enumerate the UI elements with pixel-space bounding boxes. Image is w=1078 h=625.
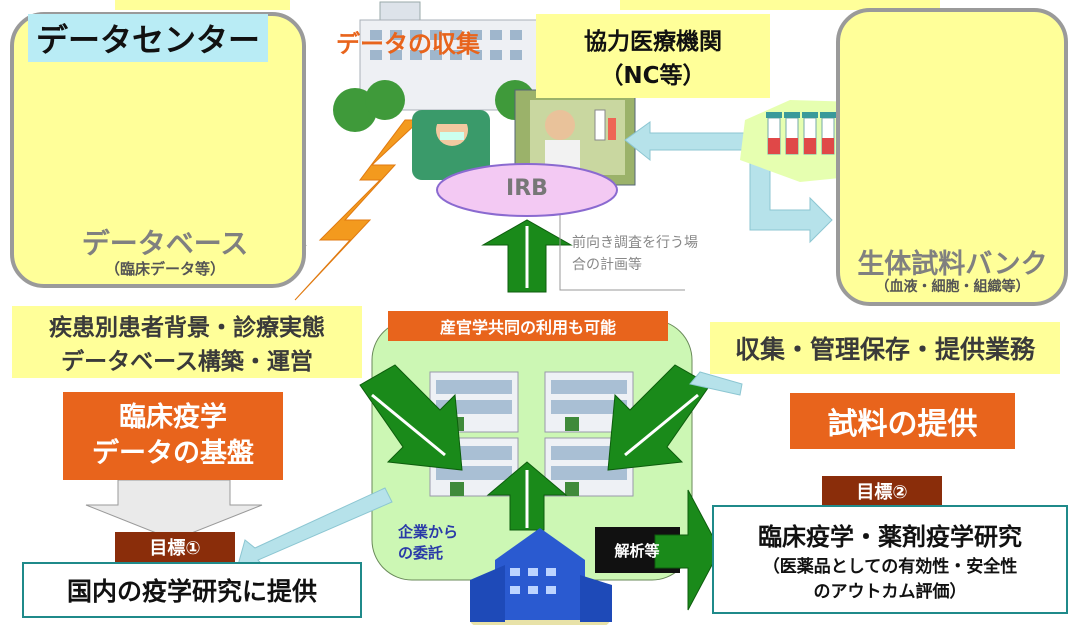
- joint-use-label: 産官学共同の利用も可能: [388, 311, 668, 341]
- goal1-box: 国内の疫学研究に提供: [22, 562, 362, 618]
- collection-label: データの収集: [336, 30, 480, 58]
- prospective-note-line1: 前向き調査を行う場: [572, 235, 698, 251]
- foundation-down-arrow: [85, 479, 263, 541]
- goal2-tag: 目標②: [822, 476, 942, 506]
- database-sub: （臨床データ等）: [104, 260, 225, 278]
- institution-line2: （NC等）: [600, 63, 706, 89]
- commission-label: 企業から の委託: [398, 522, 458, 564]
- biobank-title: 生体試料バンク: [857, 249, 1048, 280]
- left-info-line1: 疾患別患者背景・診療実態: [49, 315, 325, 341]
- goal2-line2: （医薬品としての有効性・安全性: [762, 557, 1018, 577]
- surgeon-icon: [412, 110, 490, 180]
- top-strip-left: [115, 0, 290, 10]
- sample-supply-box: 試料の提供: [790, 393, 1015, 449]
- top-strip-right: [620, 0, 940, 10]
- commission-line2: の委託: [398, 544, 444, 562]
- left-info-box: 疾患別患者背景・診療実態 データベース構築・運営: [12, 306, 362, 378]
- prospective-note-line2: 合の計画等: [572, 257, 642, 273]
- diag-arrow-left: [359, 364, 463, 471]
- irb-ellipse: [436, 163, 618, 217]
- database-label: データベース: [81, 227, 249, 260]
- irb-label: IRB: [506, 176, 548, 201]
- foundation-box: 臨床疫学 データの基盤: [63, 392, 283, 480]
- institution-box: 協力医療機関 （NC等）: [536, 14, 770, 98]
- commission-line1: 企業から: [398, 523, 459, 541]
- foundation-line2: データの基盤: [92, 438, 254, 469]
- goal1-tag: 目標①: [115, 532, 235, 562]
- company-building-icon: [470, 528, 612, 625]
- arrow-to-goal2: [654, 489, 721, 611]
- analysis-label: 解析等: [614, 542, 660, 560]
- goal2-box: 臨床疫学・薬剤疫学研究 （医薬品としての有効性・安全性 のアウトカム評価）: [712, 505, 1068, 614]
- biobank-sub: （血液・細胞・組織等）: [875, 279, 1030, 295]
- exchange-arrow: [624, 121, 833, 244]
- goal2-line1: 臨床疫学・薬剤疫学研究: [758, 523, 1022, 551]
- hospital-building-icon: [359, 1, 541, 111]
- arrow-to-goal1: [237, 487, 393, 569]
- prospective-note: 前向き調査を行う場 合の計画等: [572, 232, 698, 276]
- institution-line1: 協力医療機関: [584, 29, 722, 55]
- biobank-panel: [836, 8, 1068, 306]
- right-info-box: 収集・管理保存・提供業務: [710, 322, 1060, 374]
- diag-arrow-right: [607, 364, 711, 471]
- foundation-line1: 臨床疫学: [119, 402, 227, 433]
- lightning-bolt-icon: [294, 119, 422, 301]
- goal2-line3: のアウトカム評価）: [813, 582, 967, 602]
- left-info-line2: データベース構築・運営: [61, 349, 313, 375]
- data-center-title: データセンター: [28, 14, 268, 62]
